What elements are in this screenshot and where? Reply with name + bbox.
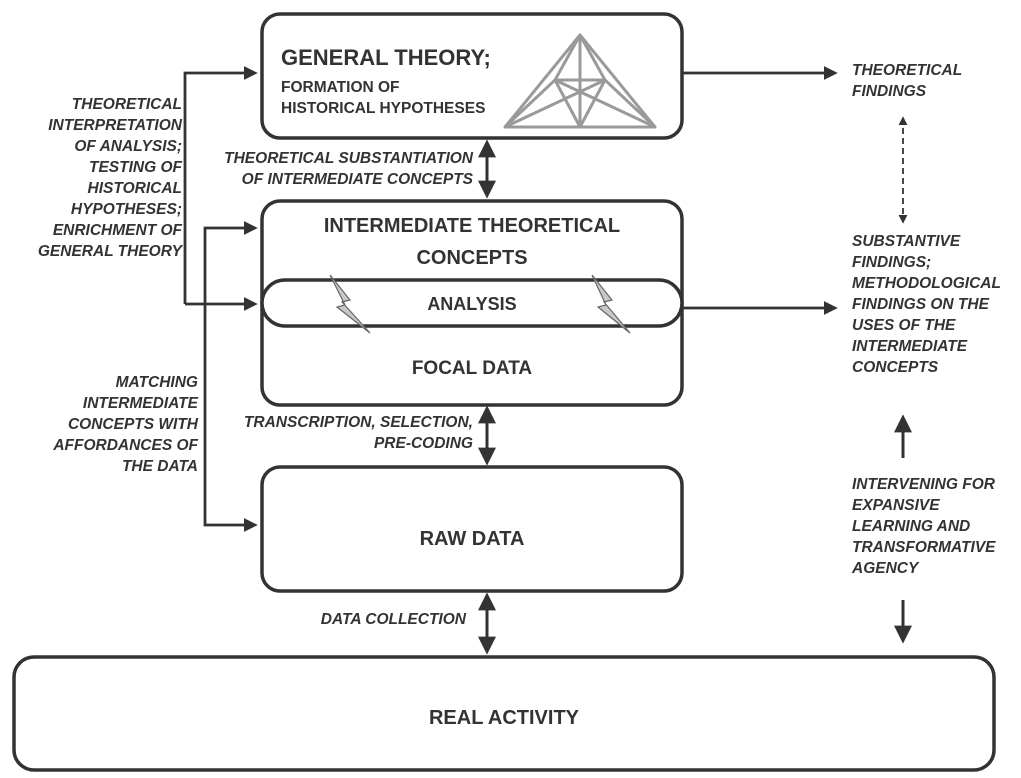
matching-label: MATCHING INTERMEDIATE CONCEPTS WITH AFFO… (53, 374, 198, 475)
activity-triangle-icon (503, 33, 657, 129)
intermediate-concepts-title-1: INTERMEDIATE THEORETICAL (324, 215, 620, 237)
lightning-bolt-left-icon (329, 274, 371, 334)
lightning-bolt-right-icon (591, 274, 631, 334)
general-theory-subtitle-1: FORMATION OF (281, 79, 400, 96)
analysis-box (260, 278, 684, 328)
real-activity-box (12, 655, 996, 772)
focal-data-title: FOCAL DATA (412, 358, 533, 379)
right-output-arrows (682, 66, 838, 315)
intermediate-concepts-title-2: CONCEPTS (416, 247, 527, 269)
substantive-findings-label: SUBSTANTIVE FINDINGS; METHODOLOGICAL FIN… (852, 233, 1001, 376)
left-feedback-arrows (183, 66, 258, 532)
intervening-label: INTERVENING FOR EXPANSIVE LEARNING AND T… (852, 476, 996, 577)
general-theory-title: GENERAL THEORY; (281, 45, 491, 70)
transcription-label: TRANSCRIPTION, SELECTION, PRE-CODING (243, 414, 473, 452)
raw-data-box (260, 465, 684, 593)
general-theory-box (260, 12, 684, 140)
real-activity-title: REAL ACTIVITY (429, 707, 580, 729)
data-collection-label: DATA COLLECTION (320, 611, 466, 628)
analysis-title: ANALYSIS (427, 294, 516, 314)
theoretical-interpretation-label: THEORETICAL INTERPRETATION OF ANALYSIS; … (37, 96, 182, 260)
theoretical-substantiation-label: THEORETICAL SUBSTANTIATION OF INTERMEDIA… (224, 150, 473, 188)
raw-data-title: RAW DATA (420, 528, 525, 550)
general-theory-subtitle-2: HISTORICAL HYPOTHESES (281, 100, 485, 117)
theoretical-findings-label: THEORETICAL FINDINGS (852, 62, 963, 100)
